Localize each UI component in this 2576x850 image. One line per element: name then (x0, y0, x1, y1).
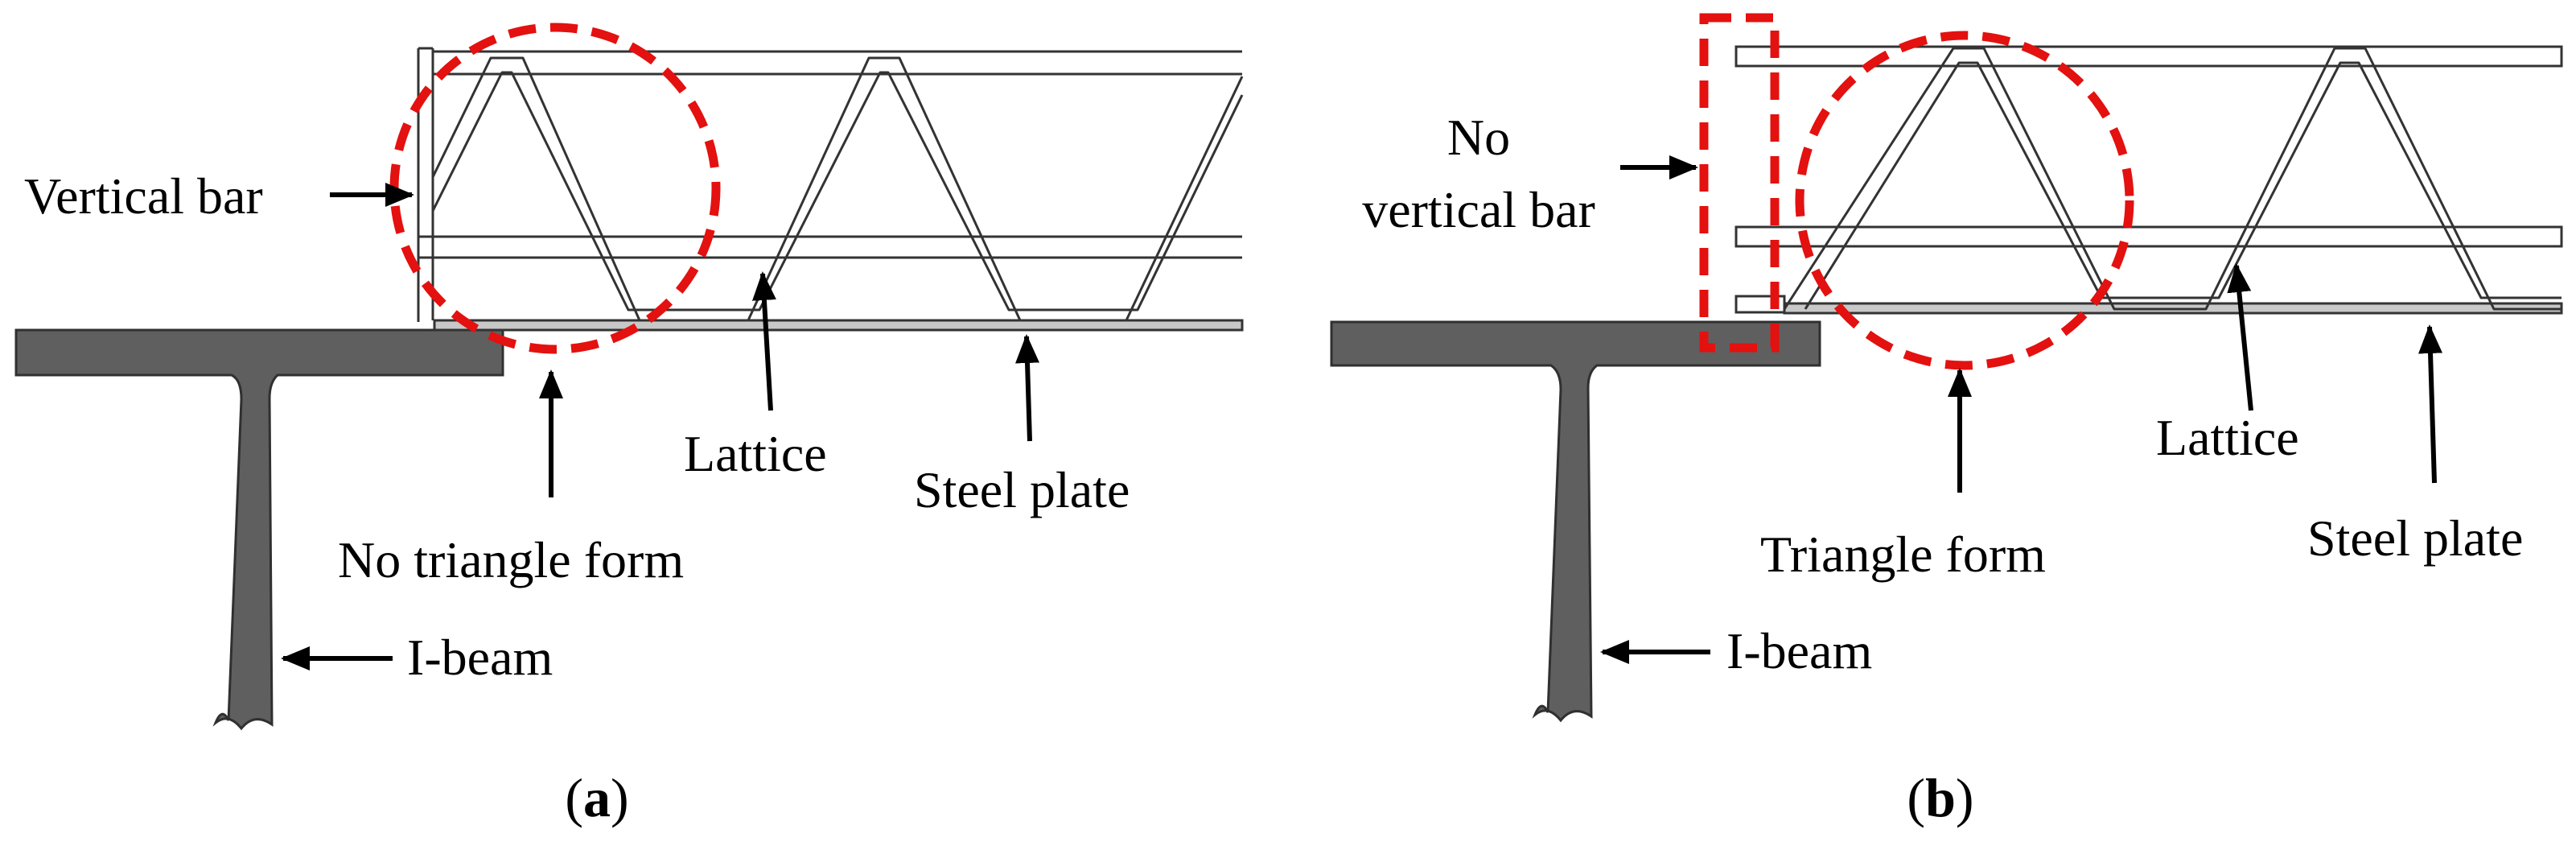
arrow-lattice-b (2227, 263, 2253, 411)
label-steel-plate-b: Steel plate (2307, 510, 2523, 567)
label-triangle-form: Triangle form (1760, 526, 2046, 583)
panel-a: Vertical bar No triangle form Lattice St… (14, 23, 1244, 828)
lattice-b (1783, 47, 2562, 311)
highlight-circle-a (389, 23, 721, 354)
steel-plate-a (433, 319, 1244, 332)
label-lattice-b: Lattice (2156, 409, 2299, 466)
label-vertical-bar: Vertical bar (24, 167, 263, 225)
arrow-steel-plate-b (2418, 324, 2443, 484)
arrow-steel-plate-a (1015, 334, 1040, 442)
vertical-bar-a (417, 47, 434, 322)
i-beam-shape-b (1330, 320, 1821, 723)
arrows-a (281, 183, 1040, 671)
label-i-beam-a: I-beam (407, 629, 553, 686)
truss-chords-b (1734, 45, 2563, 314)
label-no-triangle-form: No triangle form (338, 531, 684, 588)
label-no-vertical-bar-line2: vertical bar (1362, 181, 1595, 238)
caption-b: (b) (1907, 767, 1973, 828)
label-i-beam-b: I-beam (1726, 622, 1872, 679)
label-lattice-a: Lattice (684, 425, 827, 482)
label-no-vertical-bar-line1: No (1447, 109, 1510, 166)
lattice-a (431, 56, 1244, 322)
caption-a: (a) (565, 767, 628, 828)
panel-b: No vertical bar Triangle form Lattice St… (1330, 13, 2563, 828)
highlight-rect-b (1699, 13, 1780, 353)
truss-chords-a (418, 50, 1242, 259)
i-beam-shape-a (14, 328, 504, 731)
arrow-lattice-a (751, 271, 776, 411)
highlight-circle-b (1795, 31, 2134, 370)
label-steel-plate-a: Steel plate (914, 461, 1130, 518)
arrows-b (1600, 155, 2443, 664)
